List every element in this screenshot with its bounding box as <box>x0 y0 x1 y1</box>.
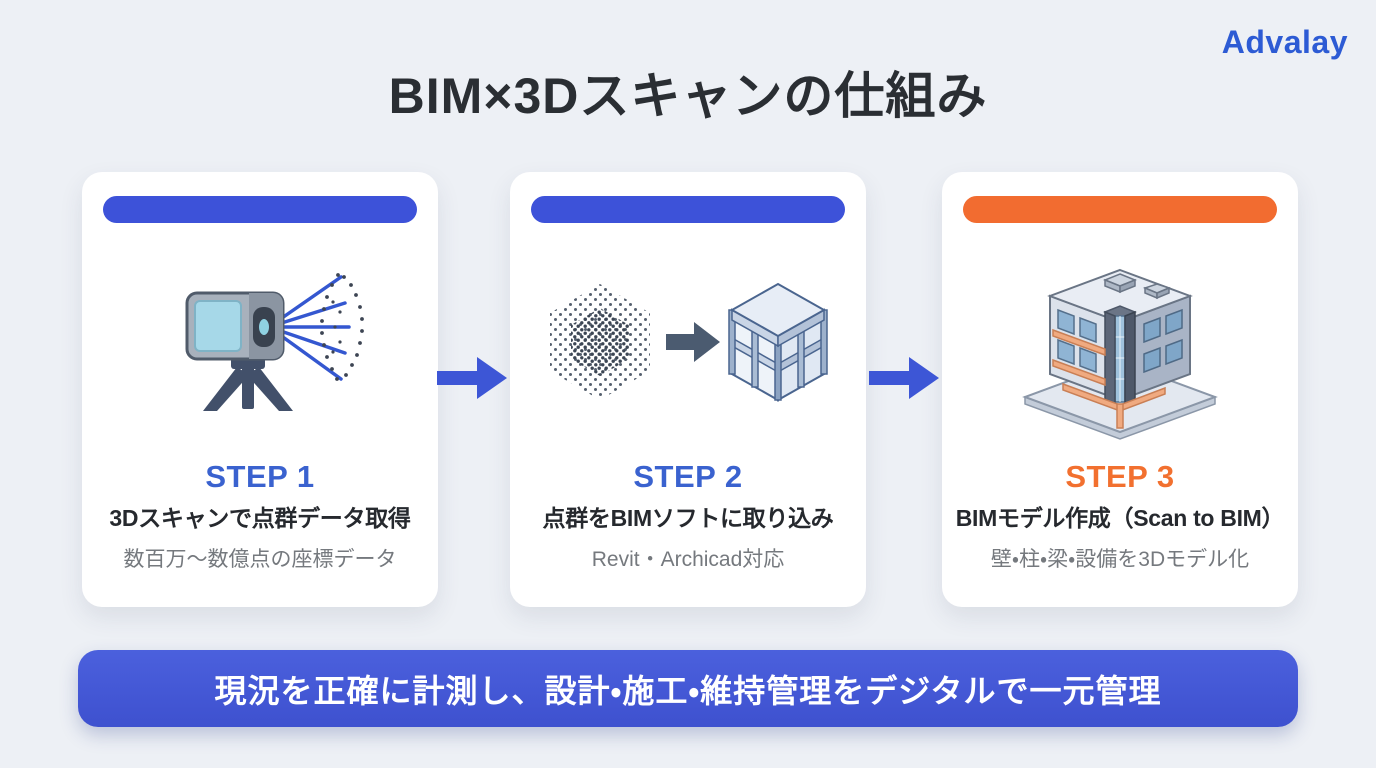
step-1-heading: 3Dスキャンで点群データ取得 <box>109 505 411 532</box>
laser-scanner-icon <box>185 273 364 412</box>
step-3-icon-area <box>942 223 1298 461</box>
brand-logo: Advalay <box>1221 24 1348 60</box>
convert-arrow-icon <box>666 322 720 363</box>
step-2-icon-area <box>510 223 866 461</box>
card-accent-bar <box>963 196 1277 223</box>
step-2-card: STEP 2 点群をBIMソフトに取り込み Revit・Archicad対応 <box>510 172 866 607</box>
step-2-heading: 点群をBIMソフトに取り込み <box>542 505 834 532</box>
step-3-heading: BIMモデル作成（Scan to BIM） <box>955 505 1285 532</box>
step-3-label: STEP 3 <box>1065 459 1175 495</box>
page-title: BIM×3Dスキャンの仕組み <box>388 68 988 124</box>
step-1-label: STEP 1 <box>205 459 315 495</box>
card-accent-bar <box>531 196 845 223</box>
step-2-label: STEP 2 <box>633 459 743 495</box>
step-2-subtext: Revit・Archicad対応 <box>591 548 785 571</box>
bim-building-icon <box>1022 269 1218 441</box>
flow-arrow-icon <box>869 357 939 399</box>
flow-arrow-icon <box>437 357 507 399</box>
step-1-subtext: 数百万〜数億点の座標データ <box>123 548 397 571</box>
step-1-card: STEP 1 3Dスキャンで点群データ取得 数百万〜数億点の座標データ <box>82 172 438 607</box>
step-3-card: STEP 3 BIMモデル作成（Scan to BIM） 壁・柱・梁・設備を3D… <box>942 172 1298 607</box>
summary-banner-text: 現況を正確に計測し、設計・施工・維持管理をデジタルで一元管理 <box>214 672 1162 709</box>
card-accent-bar <box>103 196 417 223</box>
step-3-subtext: 壁・柱・梁・設備を3Dモデル化 <box>990 548 1250 571</box>
summary-banner: 現況を正確に計測し、設計・施工・維持管理をデジタルで一元管理 <box>78 650 1298 727</box>
step-1-icon-area <box>82 223 438 461</box>
point-cloud-to-model-icon <box>550 283 828 402</box>
